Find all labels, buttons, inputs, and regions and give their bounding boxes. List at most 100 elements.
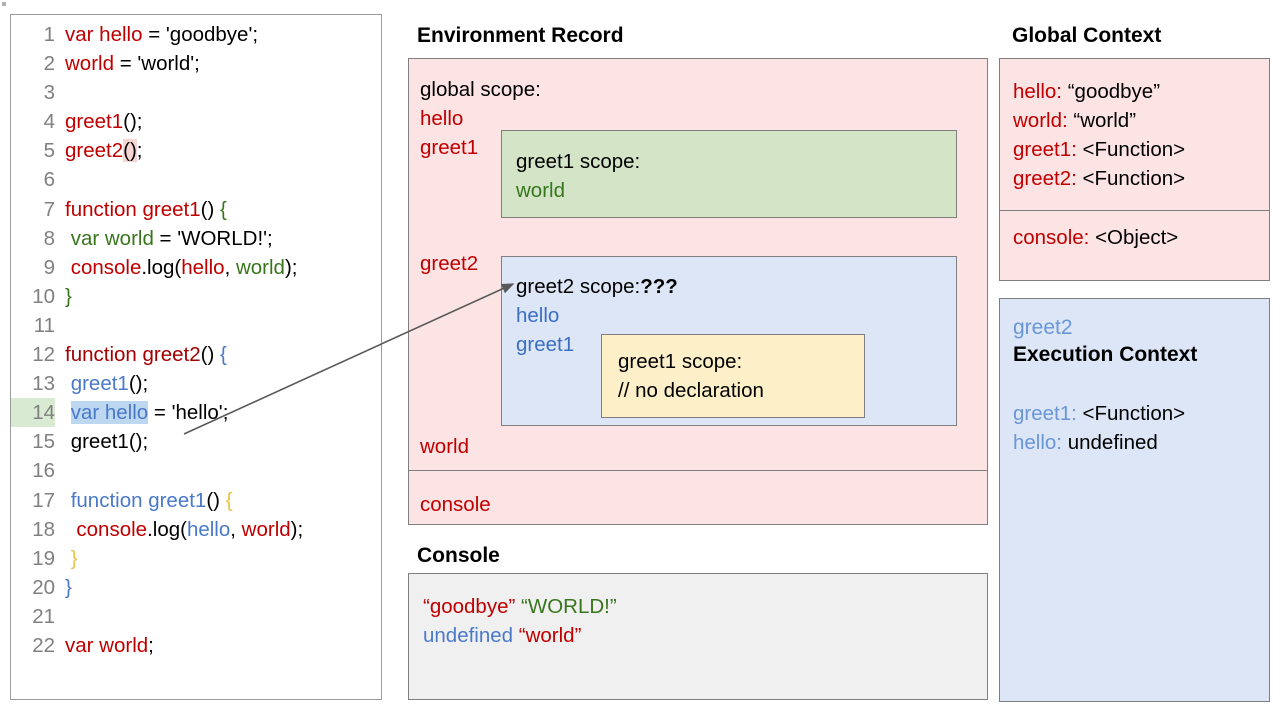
code-token: greet1 bbox=[65, 372, 129, 396]
code-line[interactable]: 10} bbox=[11, 282, 381, 311]
global-context-builtin-value: <Object> bbox=[1095, 226, 1179, 249]
code-token: hello bbox=[186, 517, 231, 541]
code-line-number: 22 bbox=[32, 633, 55, 657]
global-context-box: hello: “goodbye”world: “world”greet1: <F… bbox=[999, 58, 1270, 281]
greet2-scope-title: greet2 scope: bbox=[516, 275, 641, 298]
console-output-line: “goodbye” “WORLD!” bbox=[423, 592, 987, 621]
greet2-ec-name: greet2 bbox=[1013, 316, 1073, 339]
global-context-entry: greet1: <Function> bbox=[1013, 135, 1269, 164]
code-line[interactable]: 20} bbox=[11, 573, 381, 602]
code-line[interactable]: 6 bbox=[11, 165, 381, 194]
code-line[interactable]: 22 var world; bbox=[11, 631, 381, 660]
console-token: “goodbye” bbox=[423, 595, 516, 618]
code-line[interactable]: 18 console.log(hello, world); bbox=[11, 515, 381, 544]
code-token: ; bbox=[148, 633, 154, 657]
code-token: console bbox=[65, 517, 148, 541]
code-token: var world bbox=[65, 226, 154, 250]
global-context-entry-key: greet2: bbox=[1013, 167, 1077, 190]
code-line-number: 4 bbox=[43, 110, 55, 134]
code-token: { bbox=[219, 197, 227, 221]
code-token: = 'WORLD!'; bbox=[153, 226, 273, 250]
greet2-scope-var-greet1: greet1 bbox=[516, 333, 575, 356]
code-token: ); bbox=[290, 517, 304, 541]
code-token: greet1(); bbox=[65, 430, 149, 454]
code-token: .log( bbox=[147, 517, 187, 541]
code-token: { bbox=[219, 343, 227, 367]
env-binding-world: world bbox=[420, 435, 469, 458]
code-token: greet2 bbox=[65, 139, 124, 163]
code-line-number: 7 bbox=[43, 197, 55, 221]
code-line[interactable]: 3 bbox=[11, 78, 381, 107]
code-line-number: 18 bbox=[32, 517, 55, 541]
env-binding-greet1: greet1 bbox=[420, 136, 479, 159]
code-token bbox=[65, 401, 71, 424]
code-line[interactable]: 13 greet1(); bbox=[11, 369, 381, 398]
code-token: .log( bbox=[141, 255, 182, 279]
greet2-scope-box: greet2 scope:??? hello greet1 greet1 sco… bbox=[501, 256, 957, 426]
code-line[interactable]: 19 } bbox=[11, 544, 381, 573]
code-line-number: 11 bbox=[33, 313, 55, 337]
code-line-number: 12 bbox=[32, 343, 55, 367]
code-token: () bbox=[206, 488, 226, 512]
greet2-scope-unknown-marker: ??? bbox=[640, 275, 678, 298]
greet2-scope-var-hello: hello bbox=[516, 304, 560, 327]
code-token: world bbox=[235, 255, 285, 279]
code-token: function greet1 bbox=[65, 488, 207, 512]
global-context-entry: world: “world” bbox=[1013, 106, 1269, 135]
code-token: var world bbox=[65, 633, 149, 657]
code-token: var hello bbox=[70, 401, 149, 425]
code-line-number: 19 bbox=[32, 546, 55, 570]
code-token: } bbox=[65, 546, 78, 570]
greet1-inner-scope-box: greet1 scope: // no declaration bbox=[601, 334, 865, 418]
greet1-inner-scope-note: // no declaration bbox=[618, 379, 764, 402]
code-line[interactable]: 14 var hello = 'hello'; bbox=[11, 398, 381, 428]
code-token: ; bbox=[136, 139, 143, 163]
code-token: world bbox=[241, 517, 291, 541]
code-line-number: 1 bbox=[43, 23, 55, 46]
global-context-entry-value: <Function> bbox=[1076, 167, 1186, 190]
global-context-entry-key: greet1: bbox=[1013, 138, 1077, 161]
code-token: , bbox=[230, 517, 242, 541]
code-line[interactable]: 21 bbox=[11, 602, 381, 631]
global-context-entry-key: hello: bbox=[1013, 80, 1063, 103]
code-line-number: 13 bbox=[32, 372, 55, 396]
code-token: } bbox=[65, 284, 72, 308]
console-title: Console bbox=[417, 544, 500, 567]
greet2-ec-title: Execution Context bbox=[1013, 343, 1198, 366]
greet2-ec-entry-list: greet1: <Function>hello: undefined bbox=[1013, 399, 1185, 457]
global-context-entry-value: <Function> bbox=[1076, 138, 1186, 161]
code-line-number: 15 bbox=[32, 430, 55, 454]
global-scope-label: global scope: bbox=[420, 78, 541, 101]
code-line[interactable]: 9 console.log(hello, world); bbox=[11, 253, 381, 282]
global-context-entry: hello: “goodbye” bbox=[1013, 77, 1269, 106]
global-context-divider bbox=[1000, 210, 1269, 211]
code-line-number: 8 bbox=[43, 226, 55, 250]
global-context-title: Global Context bbox=[1012, 24, 1162, 47]
global-context-builtin-colon: : bbox=[1083, 226, 1090, 249]
console-box: “goodbye” “WORLD!”undefined “world” bbox=[408, 573, 988, 700]
code-token: () bbox=[200, 343, 220, 367]
code-token: = 'world'; bbox=[114, 52, 200, 76]
code-line[interactable]: 17 function greet1() { bbox=[11, 486, 381, 515]
greet2-ec-entry: greet1: <Function> bbox=[1013, 399, 1185, 428]
code-line[interactable]: 16 bbox=[11, 456, 381, 485]
code-token: function greet1 bbox=[65, 197, 201, 221]
greet2-execution-context-box: greet2 Execution Context greet1: <Functi… bbox=[999, 298, 1270, 702]
code-line[interactable]: 11 bbox=[11, 311, 381, 340]
env-binding-console: console bbox=[420, 493, 491, 516]
environment-record-divider bbox=[409, 470, 987, 471]
code-line-number: 20 bbox=[32, 575, 55, 599]
code-line[interactable]: 8 var world = 'WORLD!'; bbox=[11, 224, 381, 253]
global-context-entry-key: world: bbox=[1013, 109, 1068, 132]
env-binding-hello: hello bbox=[420, 107, 464, 130]
code-line[interactable]: 15 greet1(); bbox=[11, 427, 381, 456]
code-line-number: 17 bbox=[32, 488, 55, 512]
